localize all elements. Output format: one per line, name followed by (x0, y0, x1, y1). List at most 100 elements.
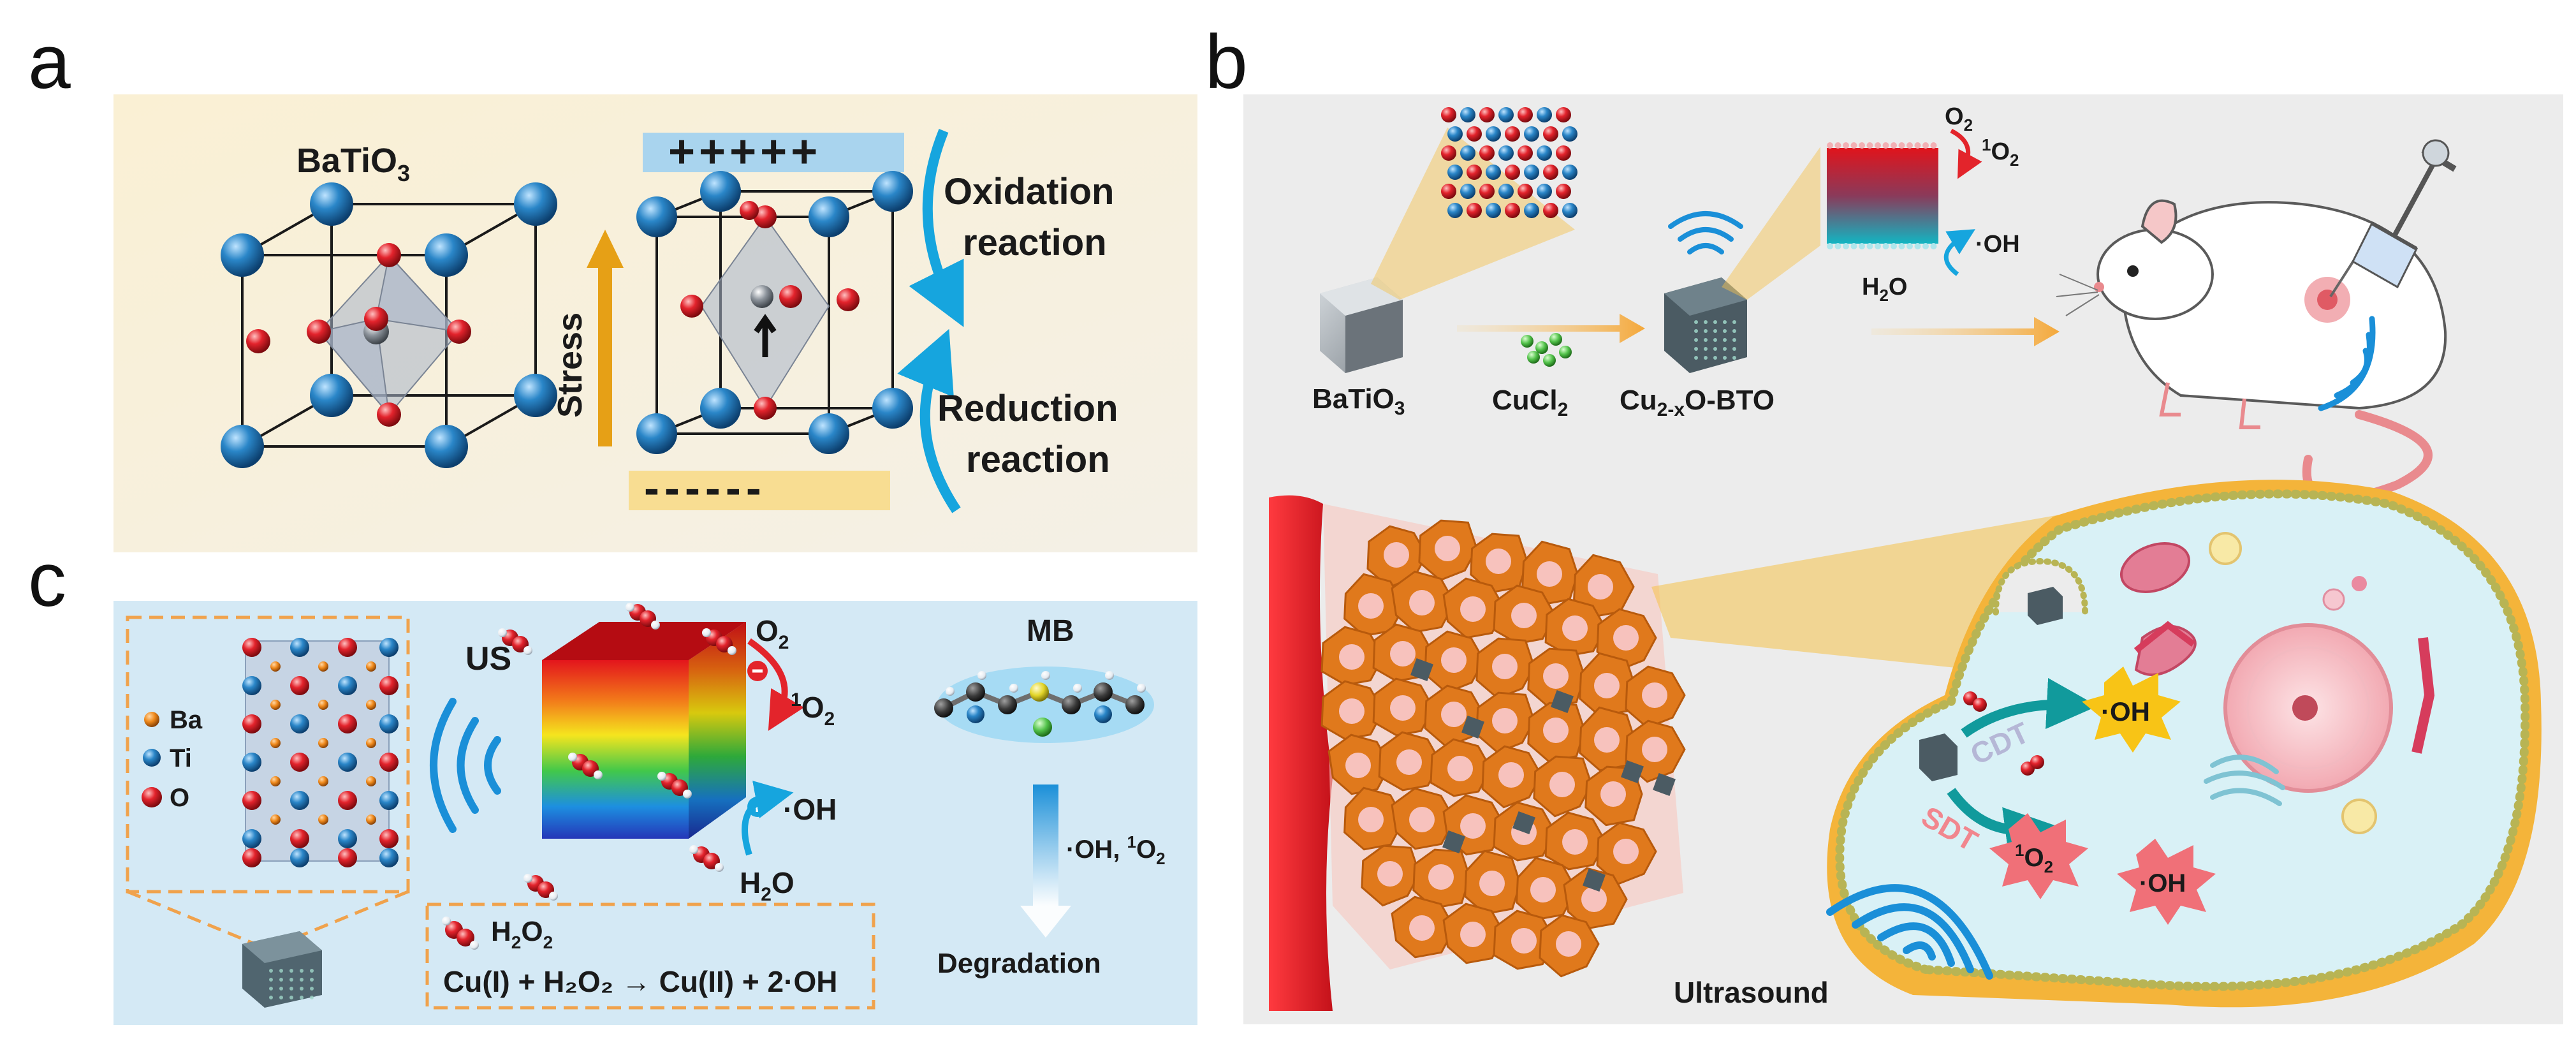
electron-dot (1898, 142, 1905, 149)
cucl2-particle (1521, 335, 1533, 348)
lattice-barium (318, 738, 328, 748)
oh-burst-yellow (2082, 667, 2181, 753)
tumor-cell-nucleus (1435, 536, 1460, 561)
singlet-oxygen-label-b: 1O2 (1982, 135, 2019, 170)
cucl2-particle (1549, 333, 1562, 346)
tumor-cell-nucleus (1409, 807, 1435, 832)
tumor-cell-nucleus (1460, 813, 1486, 839)
tumor-cell-nucleus (1537, 561, 1562, 587)
oxygen-arrow-b (1950, 128, 1982, 179)
cu-bto-dot (1732, 356, 1736, 360)
tumor-cell-nucleus (1396, 749, 1422, 775)
b-lattice-atom (1537, 107, 1552, 122)
oxygen-atoms-polarized (680, 201, 860, 420)
np-dot (269, 987, 273, 991)
lattice-barium (270, 738, 281, 748)
lattice-barium (366, 776, 376, 786)
mb-nitrogen (1094, 705, 1112, 723)
negative-charges: ------ (644, 463, 766, 514)
batio3-unit-cell (221, 182, 557, 468)
panel-b: b BaTiO3 CuCl2 Cu2-xO-BTO (1205, 19, 2563, 1024)
tumor-cell-nucleus (1511, 928, 1537, 954)
vesicles (2209, 532, 2377, 834)
mitochondria (2119, 542, 2435, 754)
tumor-cell-nucleus (1358, 593, 1384, 619)
b-lattice-atom (1441, 145, 1456, 161)
cu-bto-dot (1694, 338, 1698, 342)
b-lattice-atom (1479, 145, 1495, 161)
equation-box (425, 902, 875, 1010)
tumor-cell-nucleus (1543, 663, 1569, 689)
b-lattice-atom (1537, 145, 1552, 161)
h2o-label-c: H2O (740, 866, 794, 905)
tissue-nanoparticle (1442, 830, 1465, 853)
mb-atom (934, 698, 953, 718)
h2o2-hydrogen (594, 770, 603, 779)
np-dot (279, 987, 283, 991)
o2-label-b: O2 (1945, 103, 1973, 135)
b-lattice-atom (1467, 203, 1482, 218)
syringe (2329, 139, 2457, 298)
b-lattice-atom (1486, 126, 1501, 142)
b-lattice-atom (1556, 145, 1571, 161)
mb-nitrogen (967, 705, 984, 723)
tumor-cell-nucleus (1441, 647, 1467, 673)
electron-dot (1882, 142, 1889, 149)
tumor-cell-nucleus (1562, 829, 1588, 855)
lattice-titanium (338, 676, 357, 695)
oxidation-arrow (909, 128, 964, 327)
mb-label: MB (1027, 614, 1074, 648)
cu-bto-dot (1713, 329, 1717, 333)
endocytosed-nanoparticle (2028, 587, 2063, 625)
np-dot (300, 996, 304, 999)
cu-bto-dot (1704, 347, 1708, 351)
b-lattice-atom (1467, 165, 1482, 180)
lattice-oxygen (338, 638, 357, 657)
lattice-oxygen (290, 829, 309, 848)
tumor-cell-nucleus (1588, 574, 1613, 600)
tumor-cell-nucleus (1460, 596, 1486, 622)
lattice-oxygen (379, 829, 399, 848)
cu-bto-dot (1732, 347, 1736, 351)
lattice-barium (270, 661, 281, 672)
hydroxyl-arrow-c (742, 780, 794, 856)
nanoparticle-c (242, 931, 322, 1008)
electron-dot (1930, 142, 1937, 149)
b-lattice-atom (1518, 107, 1533, 122)
lattice-titanium (290, 791, 309, 810)
lattice-barium (318, 661, 328, 672)
np-dot (289, 987, 293, 991)
negative-charge-bar (629, 471, 890, 510)
lattice-oxygen (242, 638, 261, 657)
h2o2-hydrogen (702, 628, 711, 637)
lattice-titanium (290, 638, 309, 657)
lattice-barium (270, 814, 281, 825)
lattice-titanium (290, 848, 309, 867)
oh-label-b: ·OH (1975, 231, 2020, 258)
tumor-cell-nucleus (1492, 708, 1518, 733)
oxygen-arrow-c (747, 638, 805, 731)
tumor-cell-nucleus (1642, 737, 1667, 762)
cu-bto-dot (1713, 338, 1717, 342)
electron-dot (1834, 142, 1841, 149)
degradation-label: Degradation (937, 948, 1101, 979)
cu-bto-dot (1713, 320, 1717, 324)
b-lattice-atom (1505, 203, 1520, 218)
hole-dot (1843, 243, 1849, 249)
np-dot (300, 969, 304, 973)
cucl2-particles (1521, 333, 1572, 367)
b-lattice-atom (1498, 184, 1514, 199)
synthesis-arrow (1457, 314, 1645, 343)
b-lattice-atom (1524, 165, 1539, 180)
hole-dot (1898, 243, 1905, 249)
b-lattice-atom (1447, 203, 1463, 218)
batio3-title: BaTiO3 (296, 142, 410, 186)
np-dot (300, 987, 304, 991)
oxidation-label-1: Oxidation (944, 171, 1114, 212)
h2o2-hydrogen (657, 772, 666, 781)
tumor-cell-nucleus (1390, 641, 1416, 667)
oh-label-cdt: ·OH (2101, 696, 2150, 726)
h2o2-hydrogen (523, 646, 532, 655)
oxygen-atoms (246, 243, 471, 427)
lattice-oxygen (338, 791, 357, 810)
